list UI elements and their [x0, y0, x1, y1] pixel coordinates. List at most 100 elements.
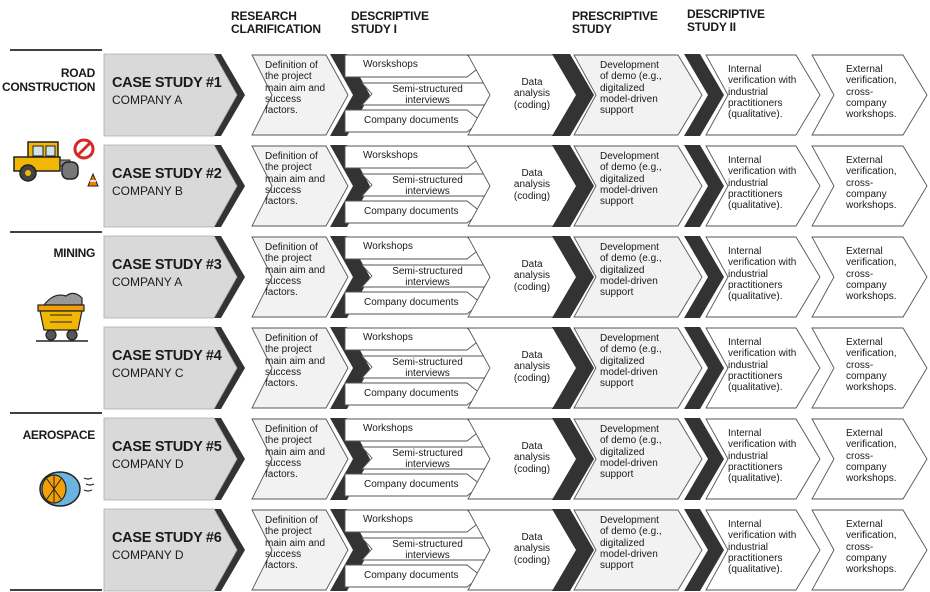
definition-text-line: Definition of	[265, 242, 318, 253]
demo-text-line: of demo (e.g.,	[600, 162, 662, 174]
external-text-line: verification,	[846, 348, 897, 360]
demo-text-line: support	[600, 378, 634, 390]
demo-text-line: model-driven	[600, 457, 658, 469]
workshops-text: Worskshops	[363, 59, 418, 70]
demo-text-line: model-driven	[600, 184, 658, 196]
analysis-text-line: Data	[521, 259, 543, 270]
definition-text-line: main aim and	[265, 173, 326, 185]
internal-text-line: (qualitative).	[728, 473, 783, 485]
phase-header-line: PRESCRIPTIVE	[572, 9, 658, 23]
demo-text-line: support	[600, 196, 634, 208]
interviews-text-line: interviews	[405, 186, 450, 197]
external-text-line: verification,	[846, 530, 897, 542]
interviews-text-line: interviews	[405, 368, 450, 379]
definition-text-line: success	[265, 366, 302, 378]
internal-chevron	[705, 327, 821, 409]
case-study-company: COMPANY C	[112, 366, 184, 380]
internal-text-line: verification with	[728, 439, 797, 451]
external-text-line: workshops.	[846, 109, 897, 121]
phase-arrow	[684, 509, 724, 591]
interviews-text-line: interviews	[405, 277, 450, 288]
external-chevron	[811, 236, 928, 318]
internal-text-line: verification with	[728, 348, 797, 360]
internal-text-line: practitioners	[728, 461, 783, 473]
mining-cart-icon	[36, 292, 88, 342]
documents-text: Company documents	[364, 297, 459, 308]
phase-header-line: DESCRIPTIVE	[687, 7, 765, 21]
internal-text-line: Internal	[728, 428, 762, 439]
demo-text-line: of demo (e.g.,	[600, 526, 662, 538]
workshops-box	[344, 509, 482, 533]
external-text-line: External	[846, 246, 883, 257]
phase-arrow	[684, 54, 724, 136]
industry-label-line: CONSTRUCTION	[2, 80, 96, 94]
analysis-text-line: analysis	[513, 179, 551, 191]
external-text-line: workshops.	[846, 291, 897, 303]
case-study-company: COMPANY A	[112, 93, 183, 107]
case-study-chevron	[103, 235, 238, 319]
internal-text-line: practitioners	[728, 370, 783, 382]
phase-header-line: DESCRIPTIVE	[351, 9, 429, 23]
internal-text-line: practitioners	[728, 552, 783, 564]
demo-text-line: support	[600, 105, 634, 117]
analysis-text-line: analysis	[513, 88, 551, 100]
definition-chevron	[251, 236, 349, 318]
case-study-chevron	[103, 53, 238, 137]
phase-header-line: STUDY II	[687, 20, 736, 34]
internal-text-line: Internal	[728, 337, 762, 348]
case-study-title: CASE STUDY #4	[112, 348, 222, 364]
case-study-company: COMPANY D	[112, 548, 184, 562]
workshops-text: Workshops	[363, 332, 413, 343]
case-study-chevron	[103, 144, 238, 228]
case-study-company: COMPANY D	[112, 457, 184, 471]
definition-text-line: main aim and	[265, 82, 326, 94]
external-text-line: workshops.	[846, 473, 897, 485]
internal-text-line: Internal	[728, 155, 762, 166]
internal-chevron	[705, 236, 821, 318]
external-chevron	[811, 509, 928, 591]
internal-chevron	[705, 145, 821, 227]
phase-header-line: CLARIFICATION	[231, 22, 321, 36]
analysis-text-line: (coding)	[513, 372, 551, 384]
interviews-text-line: interviews	[405, 459, 450, 470]
demo-text-line: of demo (e.g.,	[600, 253, 662, 265]
definition-text-line: success	[265, 93, 302, 105]
external-text-line: cross-	[846, 541, 874, 553]
workshops-box	[344, 145, 482, 169]
interviews-text-line: Semi-structured	[392, 175, 463, 186]
internal-text-line: Internal	[728, 519, 762, 530]
external-text-line: External	[846, 64, 883, 75]
demo-text-line: digitalized	[600, 537, 645, 549]
internal-text-line: industrial	[728, 450, 769, 462]
analysis-text-line: Data	[521, 441, 543, 452]
demo-text-line: of demo (e.g.,	[600, 71, 662, 83]
analysis-text-line: (coding)	[513, 281, 551, 293]
internal-chevron	[705, 418, 821, 500]
external-text-line: company	[846, 279, 887, 291]
internal-text-line: industrial	[728, 541, 769, 553]
workshops-box	[344, 418, 482, 442]
external-text-line: cross-	[846, 177, 874, 189]
case-study-company: COMPANY B	[112, 184, 183, 198]
demo-text-line: digitalized	[600, 82, 645, 94]
definition-text-line: the project	[265, 162, 312, 174]
definition-text-line: main aim and	[265, 537, 326, 549]
analysis-text-line: Data	[521, 168, 543, 179]
phase-arrow	[552, 327, 594, 409]
